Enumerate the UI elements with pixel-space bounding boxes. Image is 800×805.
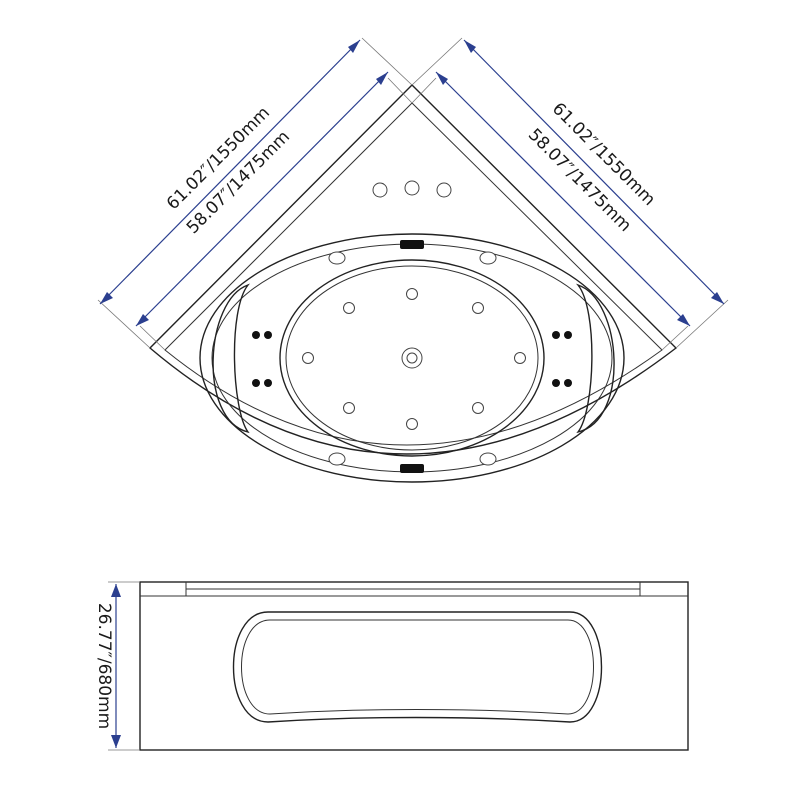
jet-icon bbox=[472, 302, 484, 314]
jet-icon bbox=[343, 302, 355, 314]
left-headrest bbox=[212, 283, 251, 434]
side-body bbox=[139, 581, 689, 751]
apron-panel-inner bbox=[241, 619, 594, 715]
jet-icon bbox=[472, 402, 484, 414]
jet-icon bbox=[406, 418, 418, 430]
upper-jet-bank bbox=[372, 180, 452, 198]
rim-jet-icon bbox=[479, 251, 497, 265]
dim-line-right-outer bbox=[463, 39, 725, 305]
dim-line-left-outer bbox=[99, 39, 361, 305]
jet-icon bbox=[264, 379, 272, 387]
jet-icon bbox=[514, 352, 526, 364]
jet-icon bbox=[264, 331, 272, 339]
side-view: 26.77″/680mm bbox=[94, 581, 689, 751]
jet-icon bbox=[252, 379, 260, 387]
rim-jets bbox=[328, 251, 497, 466]
top-view: 61.02″/1550mm 58.07″/1475mm 61.02″/1550m… bbox=[97, 37, 729, 483]
rim-jet-icon bbox=[328, 251, 346, 265]
side-black-jets bbox=[252, 331, 572, 387]
height-dimension bbox=[108, 581, 140, 751]
jet-icon bbox=[404, 180, 420, 196]
left-dimensions bbox=[97, 37, 413, 351]
right-headrest bbox=[575, 283, 615, 434]
dim-line-right-inner bbox=[435, 71, 691, 327]
floor-jets bbox=[302, 288, 526, 430]
top-pillow-icon bbox=[400, 240, 424, 249]
bottom-pillow-icon bbox=[400, 464, 424, 473]
jet-icon bbox=[436, 182, 452, 198]
basin-floor-inner bbox=[285, 265, 539, 451]
jet-icon bbox=[372, 182, 388, 198]
jet-icon bbox=[252, 331, 260, 339]
jet-icon bbox=[564, 379, 572, 387]
apron-panel-outer bbox=[232, 611, 603, 723]
jet-icon bbox=[343, 402, 355, 414]
rim-jet-icon bbox=[479, 452, 497, 466]
right-dimensions bbox=[411, 37, 729, 351]
tub-inner-rim bbox=[164, 102, 663, 446]
jet-icon bbox=[302, 352, 314, 364]
jet-icon bbox=[552, 331, 560, 339]
rim-jet-icon bbox=[328, 452, 346, 466]
basin-floor bbox=[279, 259, 545, 457]
dim-label-height: 26.77″/680mm bbox=[94, 603, 114, 729]
jet-icon bbox=[406, 288, 418, 300]
jet-icon bbox=[552, 379, 560, 387]
basin-outer bbox=[199, 233, 625, 483]
drain-icon bbox=[401, 347, 423, 369]
dim-line-left-inner bbox=[135, 71, 389, 327]
jet-icon bbox=[564, 331, 572, 339]
